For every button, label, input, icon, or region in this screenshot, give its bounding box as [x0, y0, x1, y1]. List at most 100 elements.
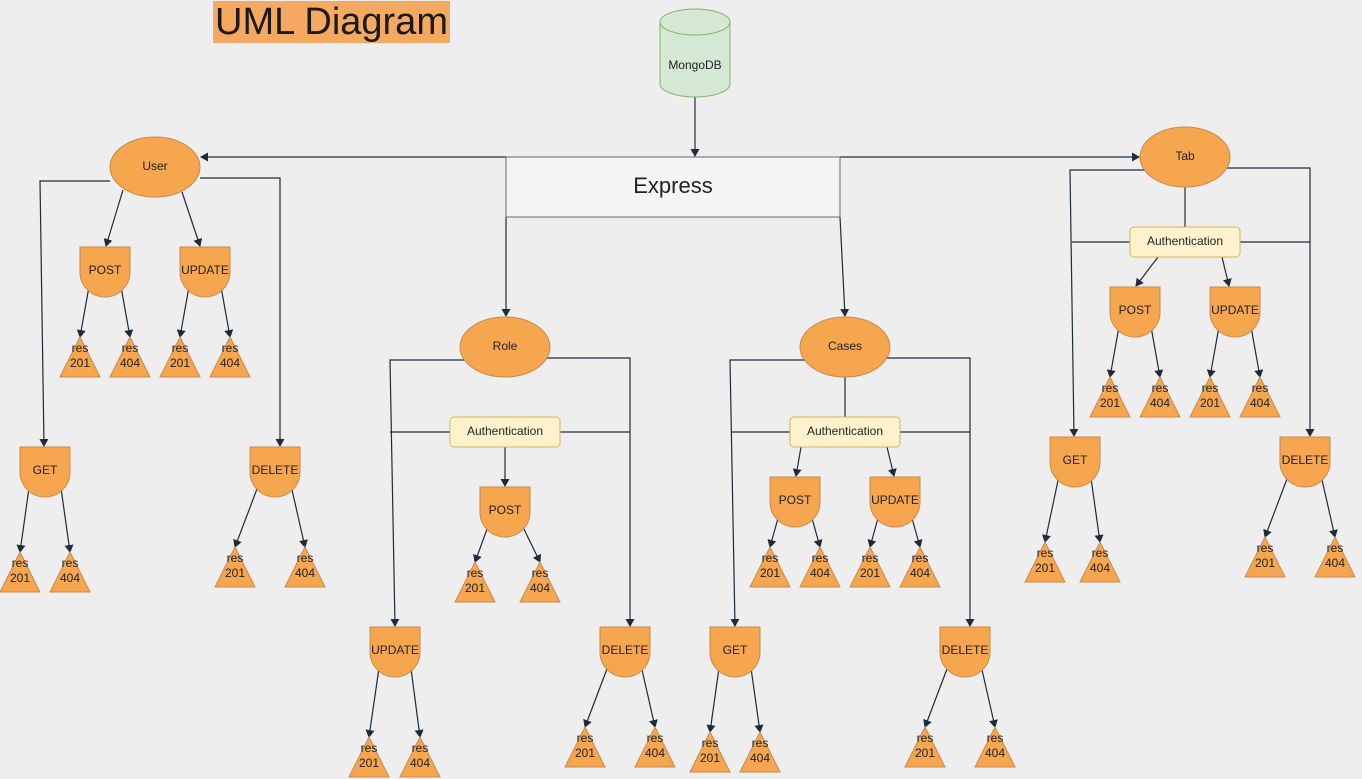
diagram-title: UML Diagram — [213, 1, 450, 43]
user-to-update — [181, 191, 203, 247]
user-to-post — [103, 189, 124, 247]
express-box[interactable]: Express — [505, 156, 841, 218]
user-post-res-201-res: res — [72, 341, 89, 355]
cases-authentication[interactable]: Authentication — [789, 416, 901, 448]
tab-delete-res-201-code: 201 — [1255, 556, 1275, 570]
cases-update-shape — [869, 476, 921, 528]
user-update[interactable]: UPDATE — [179, 246, 231, 298]
tab-get[interactable]: GET — [1049, 436, 1101, 488]
user-post-res-404-code: 404 — [120, 356, 140, 370]
nodes-layer: MongoDBExpressUserPOSTres201res404UPDATE… — [0, 8, 1356, 778]
user-to-get — [39, 180, 110, 447]
role-update-label: UPDATE — [371, 643, 419, 657]
tab-get-res-201-shape — [1024, 540, 1066, 583]
role-delete-res-201-code: 201 — [575, 746, 595, 760]
role-update-shape — [369, 626, 421, 678]
role-delete-res-404-res: res — [647, 731, 664, 745]
cases-get-to-404 — [749, 660, 764, 733]
tab-delete-res-404-shape — [1314, 535, 1356, 578]
role-post-res-404-res: res — [532, 566, 549, 580]
user-post-res-404-shape — [109, 335, 151, 378]
tab-post[interactable]: POST — [1109, 286, 1161, 338]
tab-update-res-404-shape — [1239, 375, 1281, 418]
role-update-to-404 — [409, 660, 424, 738]
role-node[interactable]: Role — [459, 316, 551, 378]
user-update-shape — [179, 246, 231, 298]
user-get-res-201-code: 201 — [10, 571, 30, 585]
tab-authentication[interactable]: Authentication — [1129, 226, 1241, 258]
tab-update-label: UPDATE — [1211, 303, 1259, 317]
cases-delete-label: DELETE — [942, 643, 989, 657]
user-post-res-201-code: 201 — [70, 356, 90, 370]
tab-delete-shape — [1279, 436, 1331, 488]
user-to-delete — [200, 177, 285, 447]
cases-post-res-201-res: res — [762, 551, 779, 565]
user-get-label: GET — [33, 463, 58, 477]
tab-get-to-201 — [1042, 470, 1061, 543]
cases-post-res-404-res: res — [812, 551, 829, 565]
cases-update-res-404-res: res — [912, 551, 929, 565]
role-node-label: Role — [493, 339, 518, 353]
cases-delete-res-404-shape — [974, 725, 1016, 768]
cases-delete-res-201-code: 201 — [915, 746, 935, 760]
user-post[interactable]: POST — [79, 246, 131, 298]
cases-delete[interactable]: DELETE — [939, 626, 991, 678]
role-update[interactable]: UPDATE — [369, 626, 421, 678]
role-post-shape — [479, 486, 531, 538]
role-update-res-404-code: 404 — [410, 756, 430, 770]
cases-get-res-201-code: 201 — [700, 751, 720, 765]
user-update-res-404-res: res — [222, 341, 239, 355]
tab-get-res-201-res: res — [1037, 546, 1054, 560]
cases-get-res-404-res: res — [752, 736, 769, 750]
cases-get-label: GET — [723, 643, 748, 657]
user-update-label: UPDATE — [181, 263, 229, 277]
express-to-cases — [839, 216, 850, 317]
role-delete-res-404-code: 404 — [645, 746, 665, 760]
cases-delete-res-201-res: res — [917, 731, 934, 745]
user-update-res-201-code: 201 — [170, 356, 190, 370]
role-delete-shape — [599, 626, 651, 678]
mongodb-database[interactable]: MongoDB — [659, 8, 731, 98]
user-post-shape — [79, 246, 131, 298]
role-post-res-404-shape — [519, 560, 561, 603]
tab-get-shape — [1049, 436, 1101, 488]
user-get-to-404 — [59, 480, 74, 553]
cases-get[interactable]: GET — [709, 626, 761, 678]
user-node[interactable]: User — [109, 136, 201, 198]
role-update-res-404-shape — [399, 735, 441, 778]
tab-get-res-404-code: 404 — [1090, 561, 1110, 575]
cases-update-label: UPDATE — [871, 493, 919, 507]
role-post-res-201-code: 201 — [465, 581, 485, 595]
tab-update-res-404-code: 404 — [1250, 396, 1270, 410]
cases-node[interactable]: Cases — [799, 316, 891, 378]
role-delete[interactable]: DELETE — [599, 626, 651, 678]
tab-update-res-404-res: res — [1252, 381, 1269, 395]
user-get[interactable]: GET — [19, 446, 71, 498]
role-update-res-201-shape — [348, 735, 390, 778]
user-delete[interactable]: DELETE — [249, 446, 301, 498]
cases-authentication-box — [789, 416, 901, 448]
role-authentication[interactable]: Authentication — [449, 416, 561, 448]
cases-get-shape — [709, 626, 761, 678]
user-post-label: POST — [89, 263, 122, 277]
tab-node[interactable]: Tab — [1139, 126, 1231, 188]
cases-post[interactable]: POST — [769, 476, 821, 528]
role-post[interactable]: POST — [479, 486, 531, 538]
cases-post-res-201-code: 201 — [760, 566, 780, 580]
role-delete-label: DELETE — [602, 643, 649, 657]
user-update-res-201-res: res — [172, 341, 189, 355]
tab-delete[interactable]: DELETE — [1279, 436, 1331, 488]
tab-update[interactable]: UPDATE — [1209, 286, 1261, 338]
cases-update[interactable]: UPDATE — [869, 476, 921, 528]
